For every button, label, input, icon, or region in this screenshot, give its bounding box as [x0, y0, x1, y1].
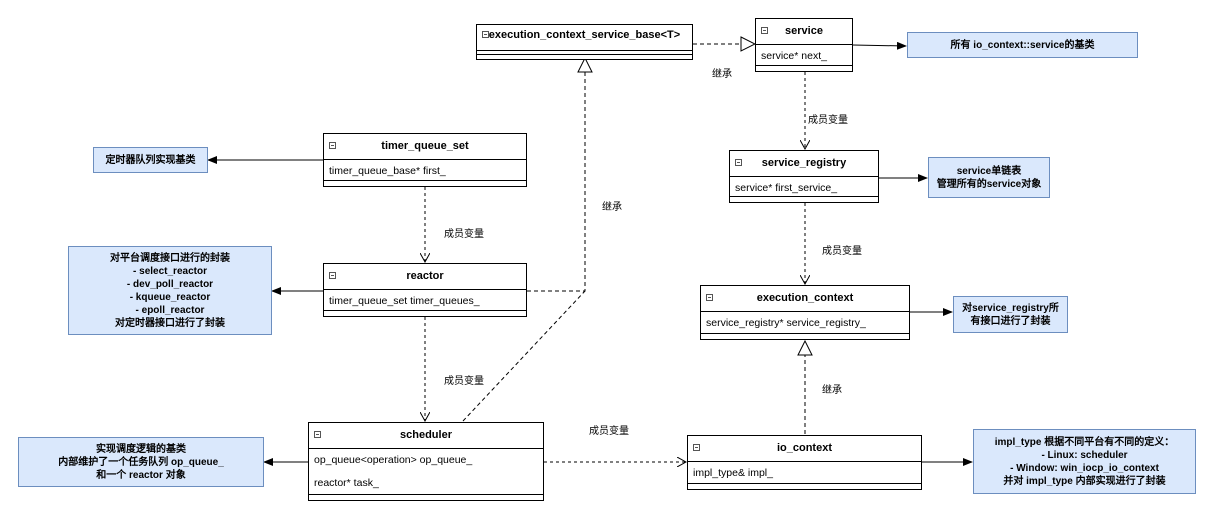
class-header: reactor: [324, 264, 526, 290]
attribute: timer_queue_set timer_queues_: [329, 295, 480, 307]
collapse-icon[interactable]: [735, 159, 742, 166]
label-inherit-reactor: 继承: [602, 202, 622, 213]
note-reactor: 对平台调度接口进行的封装 - select_reactor - dev_poll…: [68, 246, 272, 335]
note-service-base: 所有 io_context::service的基类: [907, 32, 1138, 58]
class-header: service: [756, 19, 852, 45]
attribute: reactor* task_: [314, 477, 379, 489]
class-execution-context-service-base[interactable]: execution_context_service_base<T>: [476, 24, 693, 60]
attribute: service* first_service_: [735, 182, 838, 194]
class-header: scheduler: [309, 423, 543, 449]
note-service-registry: service单链表 管理所有的service对象: [928, 157, 1050, 198]
attribute: service_registry* service_registry_: [706, 317, 866, 329]
note-scheduler: 实现调度逻辑的基类 内部维护了一个任务队列 op_queue_ 和一个 reac…: [18, 437, 264, 487]
label-inherit-service: 继承: [712, 69, 732, 80]
label-member-registry: 成员变量: [822, 246, 862, 257]
class-reactor[interactable]: reactor timer_queue_set timer_queues_: [323, 263, 527, 317]
note-io-context: impl_type 根据不同平台有不同的定义： - Linux: schedul…: [973, 429, 1196, 494]
class-title: reactor: [406, 270, 444, 282]
attribute: impl_type& impl_: [693, 467, 773, 479]
edge-scheduler-inherits-ecsb: [462, 290, 586, 422]
class-title: service_registry: [761, 157, 847, 169]
collapse-icon[interactable]: [482, 31, 489, 38]
class-header: execution_context_service_base<T>: [477, 25, 692, 45]
attribute: service* next_: [761, 50, 827, 62]
note-timer-base: 定时器队列实现基类: [93, 147, 208, 173]
class-service-registry[interactable]: service_registry service* first_service_: [729, 150, 879, 203]
class-title: execution_context_service_base<T>: [488, 29, 681, 41]
edge-reactor-inherits-ecsb: [527, 58, 585, 292]
class-scheduler[interactable]: scheduler op_queue<operation> op_queue_ …: [308, 422, 544, 501]
class-title: scheduler: [400, 429, 452, 441]
class-title: service: [785, 25, 823, 37]
note-execution-context: 对service_registry所 有接口进行了封装: [953, 296, 1068, 333]
class-header: service_registry: [730, 151, 878, 177]
class-execution-context[interactable]: execution_context service_registry* serv…: [700, 285, 910, 340]
class-header: io_context: [688, 436, 921, 462]
collapse-icon[interactable]: [761, 27, 768, 34]
collapse-icon[interactable]: [706, 294, 713, 301]
attribute: op_queue<operation> op_queue_: [314, 454, 473, 466]
label-member-scheduler: 成员变量: [589, 426, 629, 437]
collapse-icon[interactable]: [329, 272, 336, 279]
class-header: timer_queue_set: [324, 134, 526, 160]
label-inherit-exec: 继承: [822, 385, 842, 396]
class-title: io_context: [776, 442, 832, 454]
edge-service-note: [852, 41, 907, 50]
label-member-timerset: 成员变量: [444, 229, 484, 240]
class-timer-queue-set[interactable]: timer_queue_set timer_queue_base* first_: [323, 133, 527, 187]
label-member-reactor: 成员变量: [444, 376, 484, 387]
label-member-service: 成员变量: [808, 115, 848, 126]
collapse-icon[interactable]: [693, 444, 700, 451]
class-title: timer_queue_set: [381, 140, 469, 152]
class-io-context[interactable]: io_context impl_type& impl_: [687, 435, 922, 490]
collapse-icon[interactable]: [314, 431, 321, 438]
class-title: execution_context: [756, 292, 854, 304]
class-service[interactable]: service service* next_: [755, 18, 853, 72]
collapse-icon[interactable]: [329, 142, 336, 149]
class-header: execution_context: [701, 286, 909, 312]
attribute: timer_queue_base* first_: [329, 165, 446, 177]
